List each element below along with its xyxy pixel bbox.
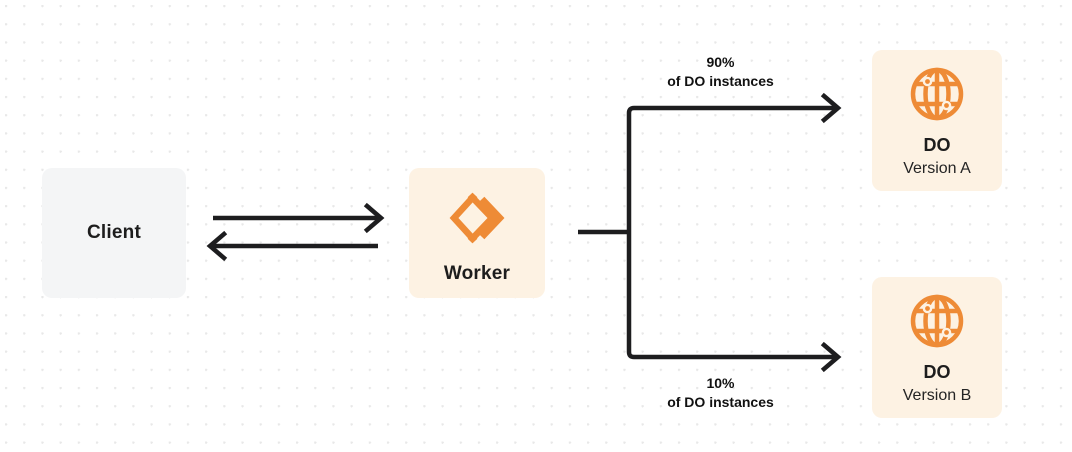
edge-label-do-a-caption: of DO instances [667, 72, 774, 89]
node-do-a-subtitle: Version A [903, 159, 971, 177]
edge-worker-to-do-b [626, 232, 842, 373]
globe-icon [908, 292, 966, 350]
edge-label-do-b-percent: 10% [706, 375, 735, 391]
node-do-a-title: DO [923, 135, 951, 156]
edge-worker-to-do-a [626, 92, 842, 232]
node-do-b-title: DO [923, 362, 951, 383]
node-do-b-subtitle: Version B [902, 386, 972, 404]
edge-label-do-b-caption: of DO instances [667, 393, 774, 410]
globe-icon [908, 65, 966, 123]
node-client-label: Client [87, 222, 141, 243]
node-do-version-a[interactable]: DO Version A [872, 50, 1002, 191]
edge-label-do-a: 90% of DO instances [598, 53, 843, 91]
edge-worker-to-client [206, 230, 378, 262]
edge-client-to-worker [213, 202, 385, 234]
node-worker[interactable]: Worker [409, 168, 545, 298]
edge-label-do-b: 10% of DO instances [598, 374, 843, 412]
worker-chevron-icon [446, 187, 508, 249]
node-worker-label: Worker [443, 263, 511, 284]
node-client[interactable]: Client [42, 168, 186, 298]
edge-label-do-a-percent: 90% [706, 54, 735, 70]
node-do-version-b[interactable]: DO Version B [872, 277, 1002, 418]
